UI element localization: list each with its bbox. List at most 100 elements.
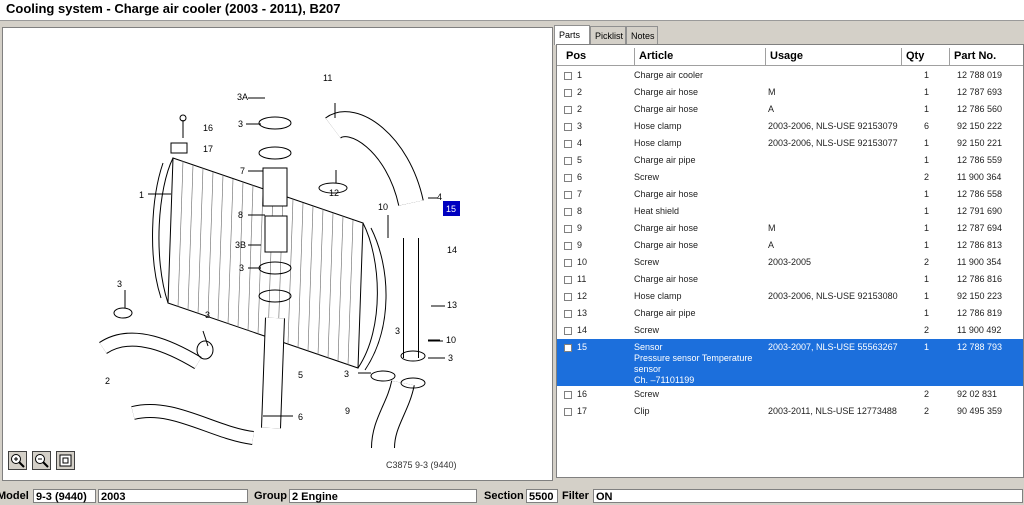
cell-usage: A <box>768 240 775 250</box>
callout-3-upper[interactable]: 3 <box>238 119 243 129</box>
callout-5[interactable]: 5 <box>298 370 303 380</box>
cell-part-no: 12 786 816 <box>957 274 1003 284</box>
callout-17[interactable]: 17 <box>203 144 213 154</box>
row-checkbox[interactable] <box>564 174 572 182</box>
zoom-out-button[interactable] <box>32 451 51 470</box>
cell-part-no: 12 791 690 <box>957 206 1003 216</box>
column-header-pos[interactable]: Pos <box>562 48 635 65</box>
article-line: Ch. –71101199 <box>634 375 695 385</box>
zoom-in-button[interactable] <box>8 451 27 470</box>
row-checkbox[interactable] <box>564 225 572 233</box>
row-checkbox[interactable] <box>564 344 572 352</box>
callout-10-upper[interactable]: 10 <box>378 202 388 212</box>
article-line: Screw <box>634 325 660 335</box>
cell-article: Heat shield <box>634 206 679 217</box>
row-checkbox[interactable] <box>564 408 572 416</box>
cell-usage: 2003-2007, NLS-USE 55563267 <box>768 342 898 352</box>
parts-diagram[interactable]: 1 2 3 3A 3 7 8 3B 3 3 3 4 5 6 9 10 10 11… <box>2 27 553 481</box>
model-label: Model <box>0 490 29 502</box>
row-checkbox[interactable] <box>564 106 572 114</box>
callout-3-left[interactable]: 3 <box>205 310 210 320</box>
row-checkbox[interactable] <box>564 208 572 216</box>
callout-3[interactable]: 3 <box>117 279 122 289</box>
row-checkbox[interactable] <box>564 259 572 267</box>
row-checkbox[interactable] <box>564 293 572 301</box>
column-header-usage[interactable]: Usage <box>766 48 902 65</box>
callout-9[interactable]: 9 <box>345 406 350 416</box>
fit-page-button[interactable] <box>56 451 75 470</box>
cell-part-no: 12 786 813 <box>957 240 1003 250</box>
row-checkbox[interactable] <box>564 89 572 97</box>
model-field[interactable]: 9-3 (9440) <box>33 489 96 503</box>
row-checkbox[interactable] <box>564 157 572 165</box>
section-field[interactable]: 5500 <box>526 489 558 503</box>
callout-11[interactable]: 11 <box>323 73 332 83</box>
row-checkbox[interactable] <box>564 72 572 80</box>
cell-article: Charge air hose <box>634 104 698 115</box>
article-line: Charge air hose <box>634 189 699 199</box>
column-header-qty[interactable]: Qty <box>902 48 950 65</box>
callout-3-right[interactable]: 3 <box>448 353 453 363</box>
callout-10-lower[interactable]: 10 <box>446 335 456 345</box>
callout-3-lower[interactable]: 3 <box>344 369 349 379</box>
tab-notes[interactable]: Notes <box>626 26 658 44</box>
tab-parts[interactable]: Parts <box>554 25 590 45</box>
row-checkbox[interactable] <box>564 242 572 250</box>
callout-16[interactable]: 16 <box>203 123 213 133</box>
callout-8[interactable]: 8 <box>238 210 243 220</box>
cell-part-no: 12 788 793 <box>957 342 1003 352</box>
row-checkbox[interactable] <box>564 191 572 199</box>
cell-pos: 3 <box>577 121 583 131</box>
cell-part-no: 12 787 694 <box>957 223 1003 233</box>
article-line: Charge air pipe <box>634 155 696 165</box>
row-checkbox[interactable] <box>564 327 572 335</box>
column-header-part-no[interactable]: Part No. <box>954 50 997 62</box>
callout-4[interactable]: 4 <box>437 192 442 202</box>
callout-1[interactable]: 1 <box>139 190 144 200</box>
callout-13[interactable]: 13 <box>447 300 457 310</box>
row-checkbox[interactable] <box>564 123 572 131</box>
callout-3b[interactable]: 3B <box>235 240 246 250</box>
row-checkbox[interactable] <box>564 310 572 318</box>
callout-3-pipe[interactable]: 3 <box>395 326 400 336</box>
column-header-article[interactable]: Article <box>635 48 766 65</box>
row-checkbox[interactable] <box>564 276 572 284</box>
section-label: Section <box>484 490 524 502</box>
row-checkbox[interactable] <box>564 391 572 399</box>
callout-2[interactable]: 2 <box>105 376 110 386</box>
callout-6[interactable]: 6 <box>298 412 303 422</box>
filter-field[interactable]: ON <box>593 489 1023 503</box>
row-checkbox[interactable] <box>564 140 572 148</box>
year-field[interactable]: 2003 <box>98 489 248 503</box>
callout-15[interactable]: 15 <box>446 204 456 214</box>
callout-7[interactable]: 7 <box>240 166 245 176</box>
callout-14[interactable]: 14 <box>447 245 457 255</box>
cell-article: Hose clamp <box>634 291 682 302</box>
callout-12[interactable]: 12 <box>329 188 339 198</box>
cell-qty: 1 <box>924 240 930 250</box>
callout-3-mid[interactable]: 3 <box>239 263 244 273</box>
group-field[interactable]: 2 Engine <box>289 489 477 503</box>
tab-picklist[interactable]: Picklist <box>590 26 626 44</box>
callout-3a[interactable]: 3A <box>237 92 248 102</box>
